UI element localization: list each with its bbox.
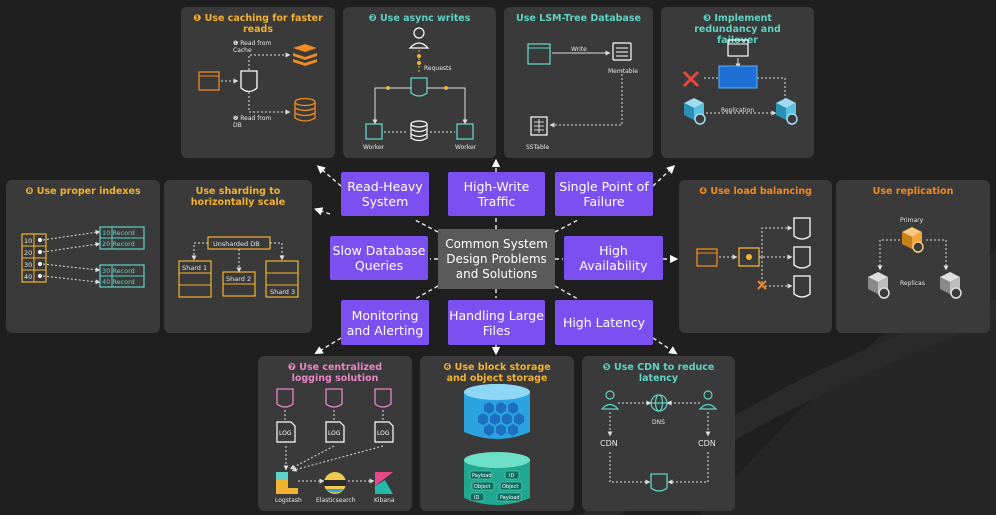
cdn-left-label: CDN <box>600 439 618 448</box>
worker-right-label: Worker <box>455 144 477 151</box>
write-label: Write <box>571 46 587 53</box>
sharding-title: Use sharding to horizontally scale <box>190 186 286 208</box>
load-balancing-title: ❹ Use load balancing <box>699 186 812 197</box>
center-title: Common System Design Problems and Soluti… <box>438 229 555 289</box>
hub-read-heavy: Read-Heavy System <box>341 172 429 216</box>
read-from-cache-label: ❶ Read from Cache <box>233 40 272 54</box>
memtable-label: Memtable <box>608 68 638 75</box>
storage-title: ❻ Use block storage and object storage <box>443 362 551 384</box>
primary-label: Primary <box>900 217 924 224</box>
panel-load-balancing: ❹ Use load balancing <box>679 180 832 333</box>
hub-high-latency: High Latency <box>555 300 653 345</box>
lsm-title: Use LSM-Tree Database <box>516 13 641 24</box>
panel-replication: Use replication Primary Replicas <box>836 180 990 333</box>
sstable-label: SSTable <box>526 144 550 151</box>
hub-slow-db-queries: Slow Database Queries <box>330 236 428 280</box>
replication-title: Use replication <box>872 186 954 197</box>
async-title: ❷ Use async writes <box>368 13 471 24</box>
worker-left-label: Worker <box>363 144 385 151</box>
panel-cdn: ❺ Use CDN to reduce latency DNS CDN CDN <box>582 356 735 511</box>
cdn-title: ❺ Use CDN to reduce latency <box>602 362 715 384</box>
hub-monitoring: Monitoring and Alerting <box>341 300 429 345</box>
panel-logging: ❼ Use centralized logging solution Logst… <box>258 356 412 511</box>
panel-caching: ❶ Use caching for faster reads ❶ Read fr… <box>181 7 335 158</box>
panel-storage: ❻ Use block storage and object storage <box>420 356 574 511</box>
dns-label: DNS <box>652 419 665 426</box>
elasticsearch-label: Elasticsearch <box>316 497 356 504</box>
hub-high-write: High-Write Traffic <box>448 172 545 216</box>
hub-single-point-failure: Single Point of Failure <box>555 172 653 216</box>
failover-decision-label: Failover Decision <box>726 75 752 89</box>
kibana-label: Kibana <box>374 497 395 504</box>
indexes-title: ❽ Use proper indexes <box>25 186 141 197</box>
panel-sharding: Use sharding to horizontally scale <box>164 180 312 333</box>
panel-indexes: ❽ Use proper indexes <box>6 180 160 333</box>
hub-large-files: Handling Large Files <box>448 300 545 345</box>
replicas-label: Replicas <box>900 280 925 287</box>
requests-label: Requests <box>424 65 452 72</box>
panel-async-writes: ❷ Use async writes Requests Worker Worke… <box>343 7 496 158</box>
caching-title: ❶ Use caching for faster reads <box>193 13 323 35</box>
redundancy-title: ❸ Implement redundancy and failover <box>694 13 781 46</box>
panel-lsm-tree: Use LSM-Tree Database Write Memtable SST… <box>504 7 653 158</box>
panel-redundancy: ❸ Implement redundancy and failover Fail… <box>661 7 814 158</box>
read-from-db-label: ❷ Read from DB <box>233 115 272 129</box>
cdn-right-label: CDN <box>698 439 716 448</box>
logging-title: ❼ Use centralized logging solution <box>287 362 383 384</box>
hub-high-availability: High Availability <box>564 236 663 280</box>
replication-label: Replication <box>721 107 755 114</box>
logstash-label: Logstash <box>275 497 302 504</box>
